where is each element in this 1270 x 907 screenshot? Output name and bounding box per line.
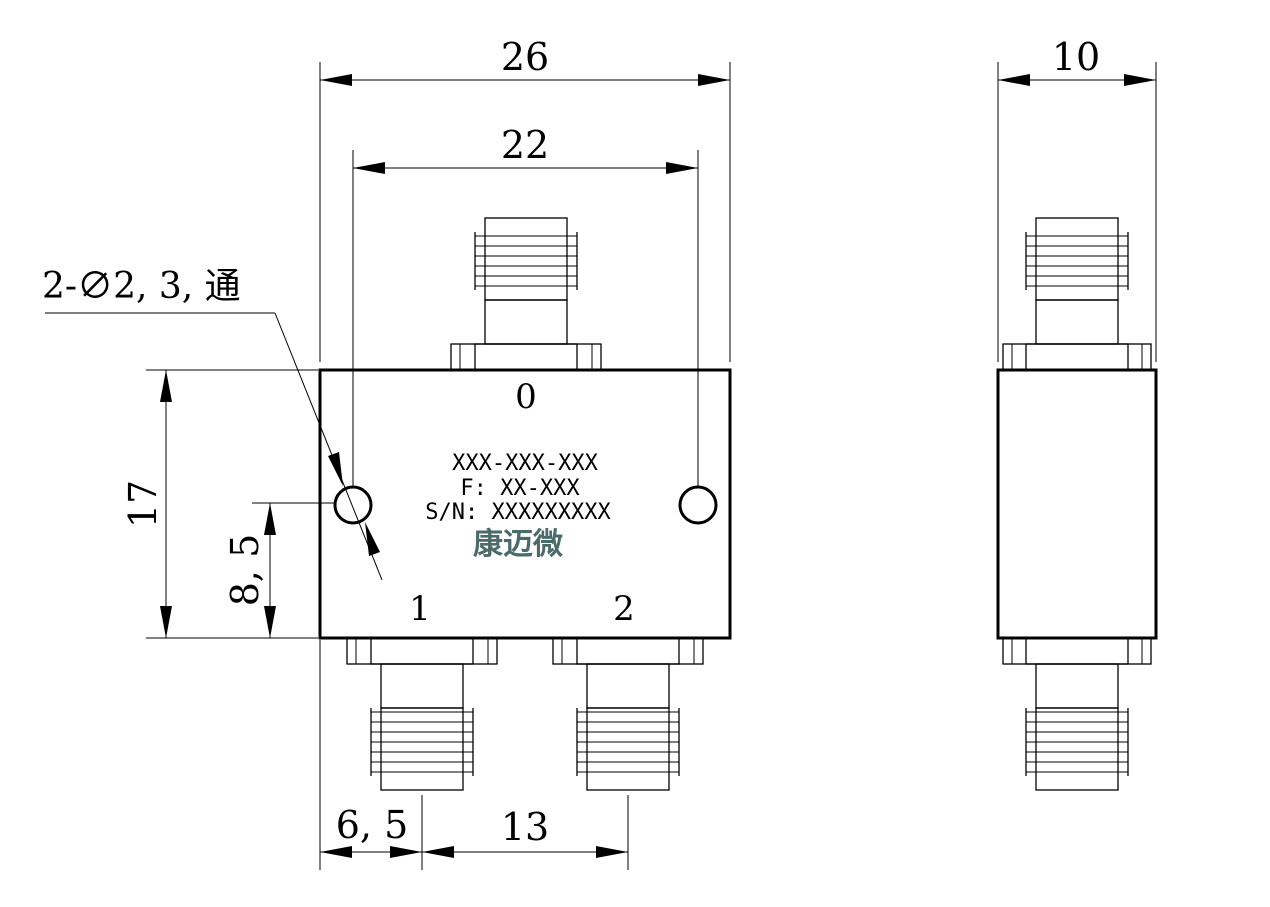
mounting-hole-right (678, 485, 718, 525)
side-view: 10 (996, 35, 1158, 791)
dim-hole-height: 8, 5 (223, 534, 267, 607)
mounting-hole-left (333, 485, 373, 525)
model-marking: XXX-XXX-XXX (452, 451, 598, 476)
front-view: 0 1 2 XXX-XXX-XXX F: XX-XXX S/N: XXXXXXX… (318, 217, 732, 791)
brand-logo: 康迈微 (473, 527, 563, 562)
side-body-outline (996, 368, 1158, 640)
dim-overall-height: 17 (121, 480, 165, 528)
side-connector-top (1002, 217, 1152, 371)
serial-marking: S/N: XXXXXXXXX (425, 500, 611, 525)
dim-port1-offset: 6, 5 (336, 803, 409, 847)
frequency-marking: F: XX-XXX (460, 476, 580, 501)
connector-top (450, 217, 602, 371)
port-label-2: 2 (613, 589, 635, 629)
dim-hole-spacing: 22 (501, 123, 549, 167)
port-label-1: 1 (409, 589, 431, 629)
front-dimensions: 26 22 17 8, 5 6, 5 13 (42, 35, 731, 870)
connector-port-2 (552, 637, 704, 791)
dim-port-spacing: 13 (501, 805, 549, 849)
side-connector-bottom (1002, 637, 1152, 791)
dim-overall-width: 26 (501, 35, 549, 79)
hole-callout: 2-∅2, 3, 通 (42, 266, 241, 307)
connector-port-1 (346, 637, 498, 791)
port-label-0: 0 (515, 377, 537, 417)
dim-side-width: 10 (1052, 35, 1100, 79)
